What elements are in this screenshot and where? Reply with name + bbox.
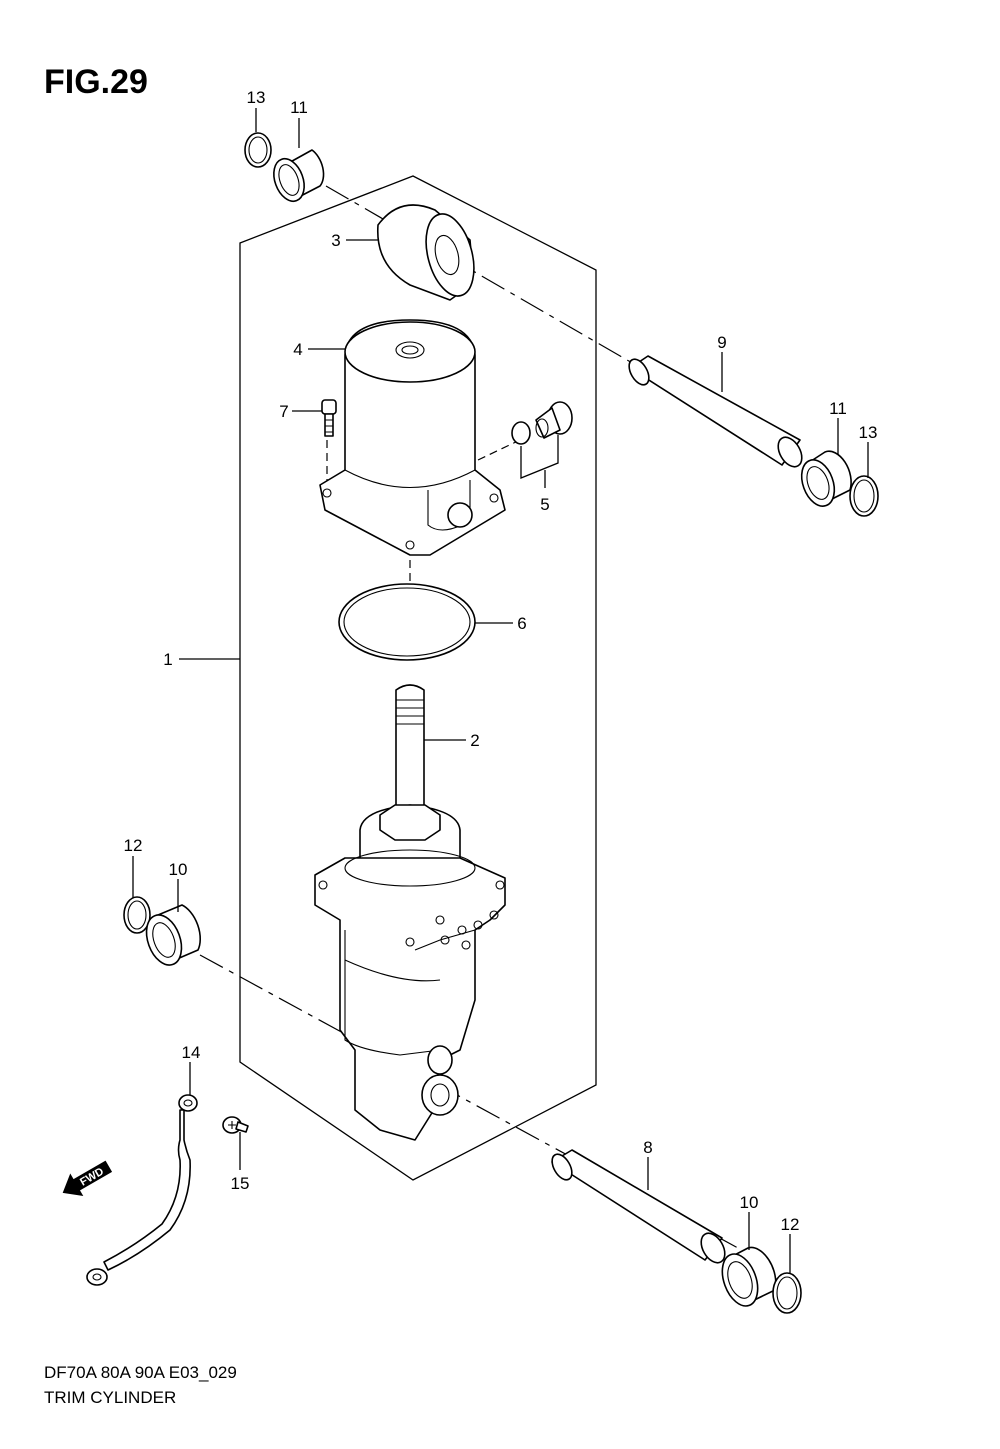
pin-9 (628, 355, 803, 468)
collar-3 (377, 204, 475, 301)
callout-13: 13 (247, 88, 266, 107)
fwd-label: FWD (78, 1166, 106, 1189)
callout-10-right: 10 (740, 1193, 759, 1212)
o-ring-6 (338, 583, 476, 661)
callout-14: 14 (182, 1043, 201, 1062)
cylinder-upper-housing-4 (319, 319, 506, 556)
callout-numbers: 13 11 3 4 7 5 9 11 13 6 1 2 12 10 14 15 … (124, 88, 878, 1234)
callout-4: 4 (293, 340, 302, 359)
callout-9: 9 (717, 333, 726, 352)
callout-3: 3 (331, 231, 340, 250)
callout-13-right: 13 (859, 423, 878, 442)
leader-lines (132, 108, 869, 1274)
ground-lead-14 (86, 1094, 198, 1286)
callout-11-right: 11 (829, 399, 847, 418)
figure-caption: TRIM CYLINDER (44, 1388, 176, 1407)
bolt-7 (321, 399, 337, 437)
bushing-10-left (145, 904, 202, 966)
model-code: DF70A 80A 90A E03_029 (44, 1363, 237, 1382)
callout-10-left: 10 (169, 860, 188, 879)
bushing-11-upper (273, 149, 325, 203)
callout-2: 2 (470, 731, 479, 750)
bushing-10-right (721, 1246, 777, 1307)
screw-15 (222, 1116, 249, 1134)
callout-8: 8 (643, 1138, 652, 1157)
callout-11: 11 (290, 98, 308, 117)
fwd-arrow-icon: FWD (62, 1160, 113, 1197)
pin-8 (551, 1149, 726, 1264)
callout-12-left: 12 (124, 836, 143, 855)
cylinder-body-2 (314, 684, 506, 1141)
axis-lines (199, 185, 801, 1261)
callout-5: 5 (540, 495, 549, 514)
circlip-12-right (772, 1272, 802, 1314)
assembly-boundary (239, 175, 597, 1181)
callout-6: 6 (517, 614, 526, 633)
callout-12-right: 12 (781, 1215, 800, 1234)
circlip-12-left (123, 896, 151, 934)
circlip-13-upper (244, 132, 272, 168)
valve-plug-5 (511, 401, 573, 479)
callout-1: 1 (163, 650, 172, 669)
callout-15: 15 (231, 1174, 250, 1193)
circlip-13-right (849, 475, 879, 517)
figure-title: FIG.29 (44, 63, 148, 101)
callout-7: 7 (279, 402, 288, 421)
bushing-11-right (800, 450, 852, 507)
